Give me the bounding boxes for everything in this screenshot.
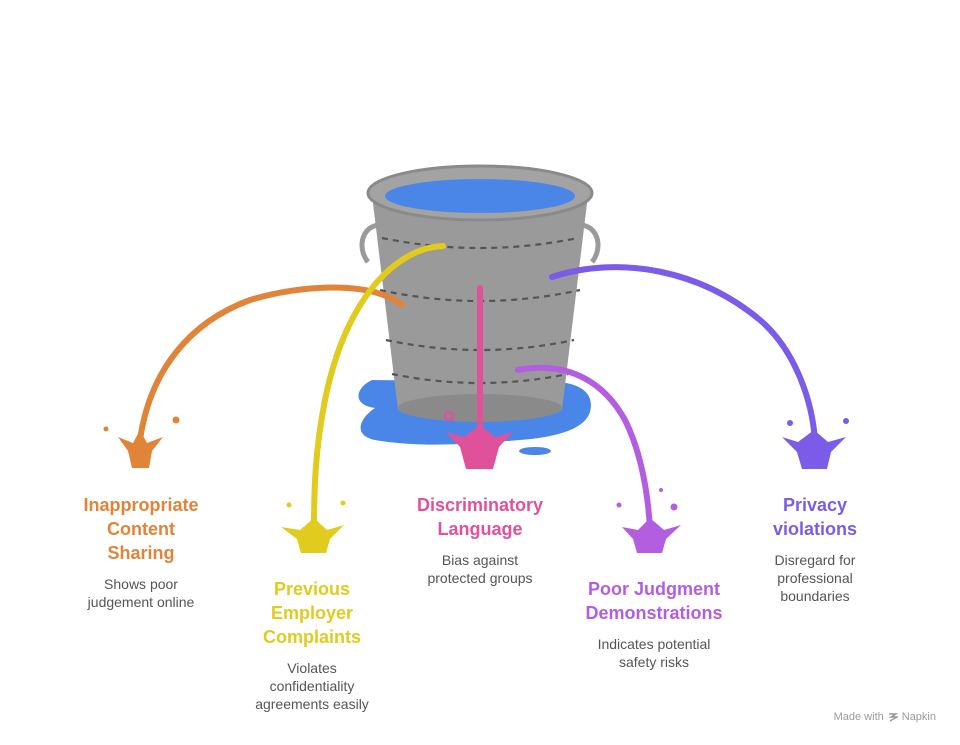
item-description: Disregard for professional boundaries — [774, 552, 856, 604]
item-title: Privacy violations — [772, 495, 857, 539]
splash-yellow-icon — [281, 500, 346, 553]
splash-orange-icon — [103, 416, 180, 468]
item-inappropriate-content: Inappropriate Content Sharing Shows poor… — [61, 493, 221, 611]
splash-purple-icon — [616, 488, 681, 553]
credit-made-with: Made with — [833, 711, 884, 723]
item-description: Bias against protected groups — [427, 552, 533, 586]
item-description: Violates confidentiality agreements easi… — [255, 660, 369, 712]
item-description: Indicates potential safety risks — [597, 636, 711, 670]
item-description: Shows poor judgement online — [87, 576, 195, 610]
napkin-logo-icon — [888, 713, 898, 722]
item-title: Previous Employer Complaints — [262, 579, 361, 647]
credit-brand: Napkin — [901, 711, 936, 723]
item-discriminatory-language: Discriminatory Language Bias against pro… — [393, 493, 567, 587]
splash-pink-icon — [443, 410, 513, 469]
item-privacy-violations: Privacy violations Disregard for profess… — [745, 493, 885, 605]
item-poor-judgment: Poor Judgment Demonstrations Indicates p… — [566, 577, 742, 671]
napkin-credit[interactable]: Made with Napkin — [834, 711, 936, 723]
leak-streams — [137, 243, 818, 533]
item-title: Poor Judgment Demonstrations — [585, 579, 723, 623]
item-title: Discriminatory Language — [416, 495, 544, 539]
item-title: Inappropriate Content Sharing — [83, 495, 199, 563]
item-previous-employer: Previous Employer Complaints Violates co… — [232, 577, 392, 713]
splash-violet-icon — [782, 418, 849, 469]
